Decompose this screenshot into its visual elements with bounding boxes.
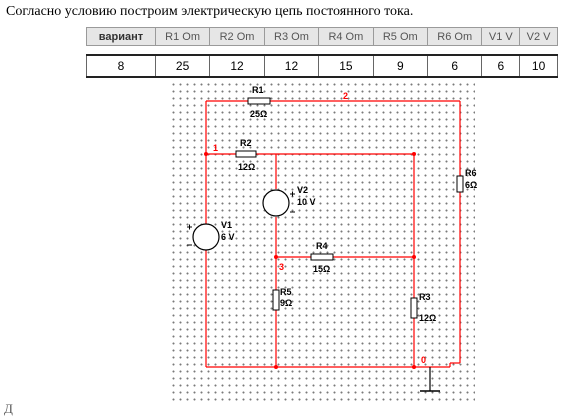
value-r6: 6 — [426, 54, 483, 78]
r3-name: R3 — [419, 292, 431, 302]
value-r4: 15 — [318, 54, 374, 78]
junction-bottom-r3 — [412, 365, 416, 369]
v1-name: V1 — [221, 220, 232, 230]
r2-value: 12Ω — [238, 162, 255, 172]
header-r4: R4 Om — [318, 27, 374, 46]
v2-name: V2 — [297, 185, 308, 195]
resistor-r4 — [310, 253, 334, 261]
node-label-1: 1 — [213, 143, 218, 153]
table-header-row: вариант R1 Om R2 Om R3 Om R4 Om R5 Om R6… — [86, 27, 558, 46]
header-r3: R3 Om — [263, 27, 320, 46]
junction-r2-r3 — [412, 152, 416, 156]
node-label-2: 2 — [343, 91, 348, 101]
parameters-table: вариант R1 Om R2 Om R3 Om R4 Om R5 Om R6… — [86, 27, 558, 78]
value-r3: 12 — [263, 54, 320, 78]
header-r1: R1 Om — [154, 27, 211, 46]
r1-name: R1 — [252, 85, 264, 95]
trailing-text: Д — [4, 401, 13, 416]
resistor-r2 — [235, 150, 257, 158]
value-variant: 8 — [86, 54, 156, 78]
r1-value: 25Ω — [250, 109, 267, 119]
header-variant: вариант — [86, 27, 156, 46]
junction-dots — [204, 152, 416, 369]
value-r2: 12 — [209, 54, 265, 78]
r4-value: 15Ω — [313, 264, 330, 274]
voltage-source-v2-icon — [262, 189, 290, 217]
v1-value: 6 V — [221, 232, 235, 242]
r4-name: R4 — [316, 241, 328, 251]
r6-value: 6Ω — [465, 180, 477, 190]
r6-name: R6 — [465, 168, 477, 178]
resistor-r3 — [410, 297, 418, 319]
resistor-r6 — [456, 175, 464, 193]
value-v2: 10 — [519, 54, 558, 78]
junction-node1 — [204, 152, 208, 156]
junction-r4-r3 — [412, 255, 416, 259]
header-r6: R6 Om — [426, 27, 483, 46]
value-r5: 9 — [372, 54, 429, 78]
header-v1: V1 V — [481, 27, 521, 46]
circuit-schematic: R1 25Ω R2 12Ω V2 10 V V1 6 V R4 15Ω R5 9… — [168, 79, 477, 401]
resistor-r5 — [272, 289, 280, 311]
junction-bottom-r5 — [274, 365, 278, 369]
resistor-r1 — [247, 97, 271, 105]
r2-name: R2 — [240, 138, 252, 148]
circuit-svg: R1 25Ω R2 12Ω V2 10 V V1 6 V R4 15Ω R5 9… — [187, 85, 477, 392]
table-gap-row — [87, 46, 558, 56]
node-label-0: 0 — [421, 355, 426, 365]
r5-name: R5 — [280, 287, 292, 297]
wires — [205, 100, 461, 368]
intro-paragraph: Согласно условию построим электрическую … — [6, 4, 414, 19]
node-label-3: 3 — [279, 262, 284, 272]
header-r2: R2 Om — [209, 27, 265, 46]
header-v2: V2 V — [519, 27, 558, 46]
voltage-source-v1-icon — [192, 223, 220, 251]
junction-node3 — [274, 255, 278, 259]
value-r1: 25 — [154, 54, 211, 78]
r3-value: 12Ω — [419, 313, 436, 323]
value-v1: 6 — [481, 54, 521, 78]
r5-value: 9Ω — [280, 298, 292, 308]
table-value-row: 8 25 12 12 15 9 6 6 10 — [86, 54, 558, 78]
header-r5: R5 Om — [372, 27, 429, 46]
v2-value: 10 V — [297, 197, 316, 207]
